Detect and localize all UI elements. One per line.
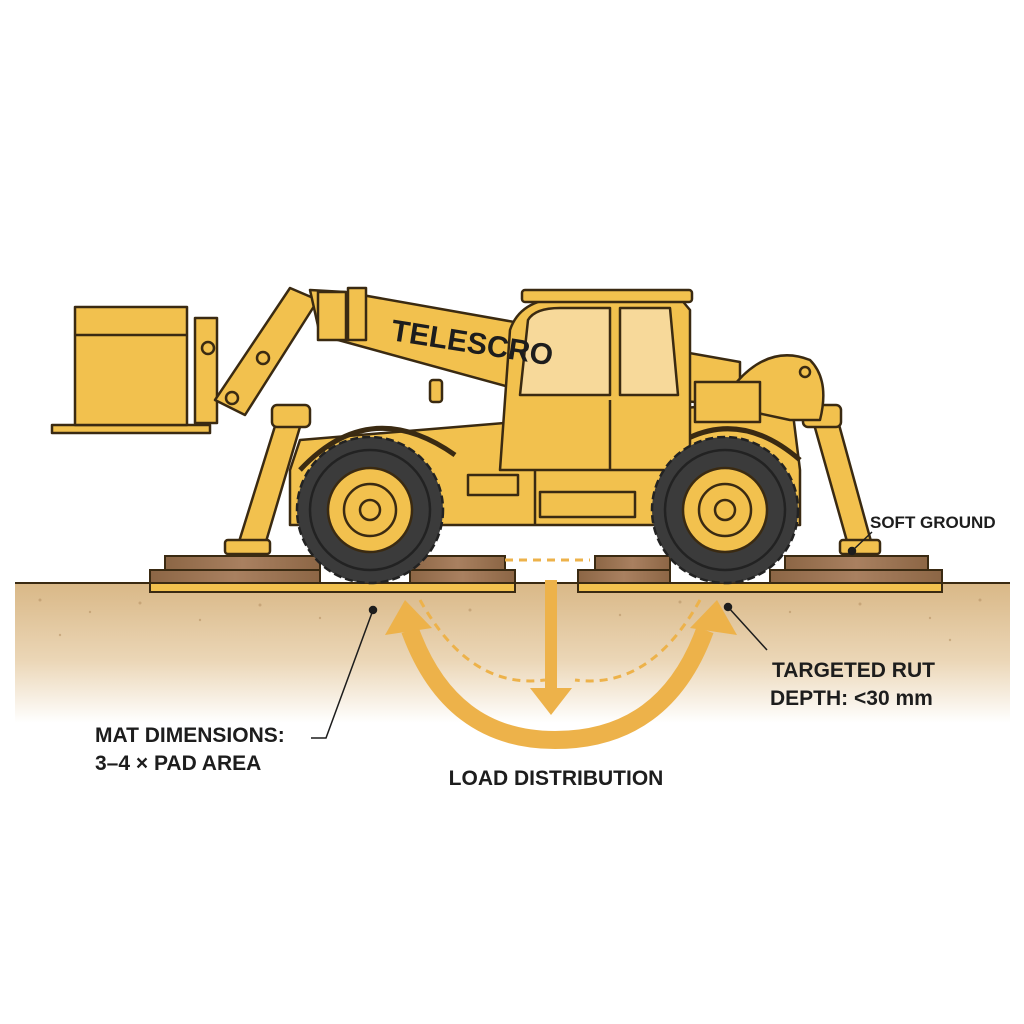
ground-mats <box>149 555 943 593</box>
soft-ground <box>15 582 1010 723</box>
soft-ground-label: SOFT GROUND <box>870 513 996 532</box>
rut-depth-label-line2: DEPTH: <30 mm <box>770 687 933 710</box>
cab-window-side <box>618 306 680 397</box>
arrowhead-left <box>385 600 432 635</box>
left-wheel <box>295 435 445 585</box>
cab-window-front <box>518 306 612 397</box>
right-wheel <box>650 435 800 585</box>
callout-leaders <box>311 531 873 739</box>
load-arrows <box>385 558 737 750</box>
telehandler: TELESCRO <box>50 286 882 556</box>
arrowhead-right <box>690 600 737 635</box>
mat-dimensions-label-line1: MAT DIMENSIONS: <box>95 724 285 747</box>
rut-depth-label-line1: TARGETED RUT <box>772 659 935 682</box>
down-arrow-shaft <box>545 580 557 690</box>
down-arrowhead <box>530 688 572 715</box>
load-distribution-label: LOAD DISTRIBUTION <box>449 767 664 790</box>
curved-arrow <box>401 626 714 750</box>
load-carriage <box>73 305 189 427</box>
right-stabilizer <box>808 408 874 547</box>
mat-dimensions-label-line2: 3–4 × PAD AREA <box>95 752 261 775</box>
